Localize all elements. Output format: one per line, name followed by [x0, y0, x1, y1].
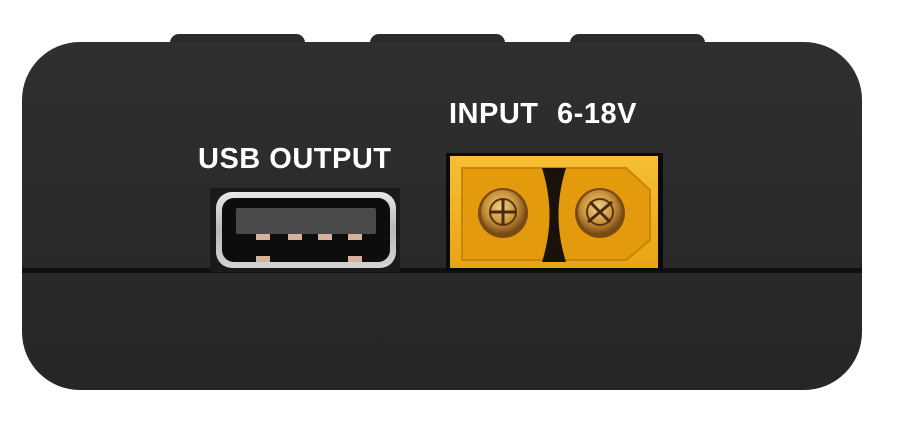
terminal-screw-left — [478, 188, 528, 238]
terminal-screw-right — [575, 188, 625, 238]
device-body — [22, 42, 862, 390]
usb-pin — [256, 256, 270, 262]
usb-pin — [348, 256, 362, 262]
center-slot — [542, 168, 566, 262]
usb-output-label: USB OUTPUT — [198, 143, 392, 175]
usb-pin — [318, 234, 332, 240]
usb-pin — [288, 234, 302, 240]
usb-tongue — [236, 208, 376, 234]
seam-line — [22, 268, 862, 273]
usb-pin — [348, 234, 362, 240]
input-voltage-label: INPUT 6-18V — [449, 98, 637, 130]
xt60-input-connector[interactable] — [446, 153, 663, 271]
usb-pin — [256, 234, 270, 240]
usb-a-port[interactable] — [210, 188, 400, 272]
